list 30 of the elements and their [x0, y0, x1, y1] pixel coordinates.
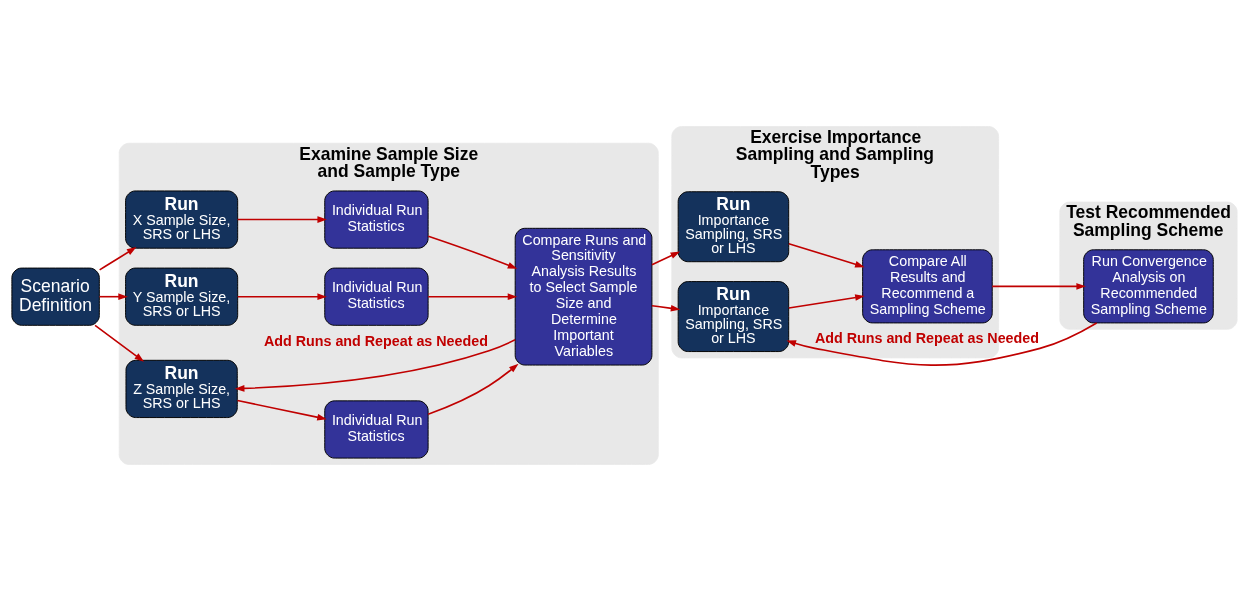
arrow [651, 304, 681, 312]
node-box: Compare All Results and Recommend a Sampling Scheme [862, 248, 993, 323]
node-box: Scenario Definition [11, 267, 100, 326]
arrow [237, 292, 327, 300]
arrow [234, 338, 516, 392]
node-box: Compare Runs and Sensitivity Analysis Results to Select Sample Size and Determine Important Variables [514, 227, 653, 366]
edge-label: Add Runs and Repeat as Needed [263, 332, 488, 349]
node-box: Run Z Sample Size, SRS or LHS [125, 359, 238, 418]
node-box: Run Importance Sampling, SRS or LHS [677, 190, 790, 262]
node-box: Individual Run Statistics [324, 267, 429, 326]
arrow [98, 292, 128, 300]
arrow [427, 234, 518, 269]
edge-label: Add Runs and Repeat as Needed [814, 329, 1039, 346]
node-box: Run X Sample Size, SRS or LHS [125, 189, 239, 249]
node-box: Run Y Sample Size, SRS or LHS [125, 267, 239, 326]
arrow [98, 246, 137, 271]
node-box: Run Importance Sampling, SRS or LHS [677, 280, 790, 352]
arrow [427, 292, 518, 300]
arrow [788, 293, 865, 309]
node-box: Run Convergence Analysis on Recommended Sampling Scheme [1083, 248, 1214, 323]
arrow [237, 215, 327, 223]
arrow [94, 324, 145, 362]
arrow [786, 321, 1098, 366]
arrow [651, 251, 681, 266]
node-box: Individual Run Statistics [324, 399, 429, 459]
arrow [991, 282, 1086, 290]
node-box: Individual Run Statistics [324, 189, 429, 249]
arrow [788, 242, 865, 267]
arrow [427, 363, 519, 415]
arrow [236, 399, 327, 421]
